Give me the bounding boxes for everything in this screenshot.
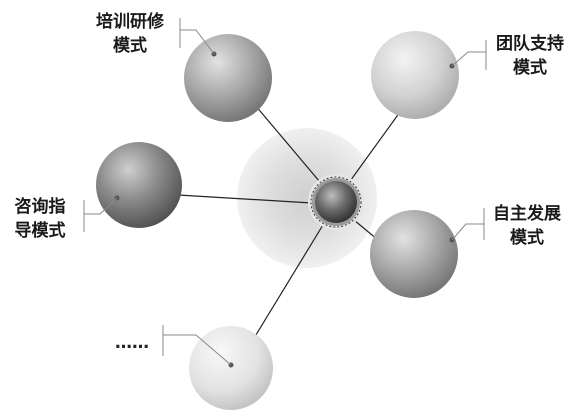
leader-team — [451, 40, 487, 70]
center-node — [315, 181, 357, 223]
connector-consult — [177, 194, 313, 204]
label-training-line2: 模式 — [113, 35, 147, 56]
connector-training — [254, 104, 326, 189]
node-more-sphere — [189, 326, 273, 410]
connector-more — [247, 219, 327, 349]
label-training-line1: 培训研修 — [96, 11, 165, 32]
node-consult-sphere — [96, 142, 182, 228]
callout-leaders — [83, 18, 487, 366]
label-more: …… — [115, 333, 149, 353]
label-self-line2: 模式 — [510, 227, 544, 248]
center-halo — [237, 128, 377, 268]
label-self-line1: 自主发展 — [493, 203, 561, 224]
leader-self — [451, 208, 485, 241]
node-self-sphere — [370, 210, 458, 298]
center-ring-dashed — [310, 176, 362, 228]
label-team-line1: 团队支持 — [496, 33, 564, 54]
label-team-line2: 模式 — [513, 57, 547, 78]
leader-training — [179, 18, 215, 55]
node-team-sphere — [371, 31, 459, 119]
leader-more — [162, 325, 232, 366]
label-consult-line1: 咨询指 — [15, 196, 66, 217]
leader-consult — [83, 197, 118, 232]
label-consult-line2: 导模式 — [15, 220, 66, 241]
node-training-sphere — [184, 34, 272, 122]
